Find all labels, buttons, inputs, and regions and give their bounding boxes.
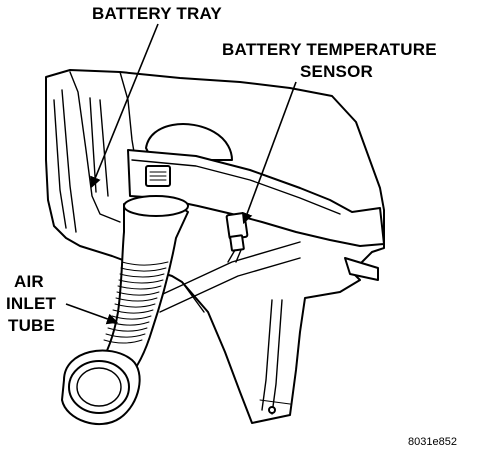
battery-temperature-sensor-label-line2: SENSOR: [300, 62, 373, 81]
air-inlet-tube-leader: [65, 303, 119, 325]
air-inlet-tube-label-line1: AIR: [14, 272, 44, 291]
battery-tray-label: BATTERY TRAY: [92, 4, 222, 23]
battery-temperature-sensor-label-line1: BATTERY TEMPERATURE: [222, 40, 437, 59]
air-inlet-tube-illustration: [61, 195, 189, 425]
figure-id: 8031e852: [408, 436, 457, 448]
battery-tray-leader: [90, 23, 159, 189]
sensor-leader: [241, 81, 297, 225]
air-inlet-tube-label-line3: TUBE: [8, 316, 56, 335]
battery-tray-illustration: [45, 69, 385, 424]
air-inlet-tube-label-line2: INLET: [6, 294, 57, 313]
